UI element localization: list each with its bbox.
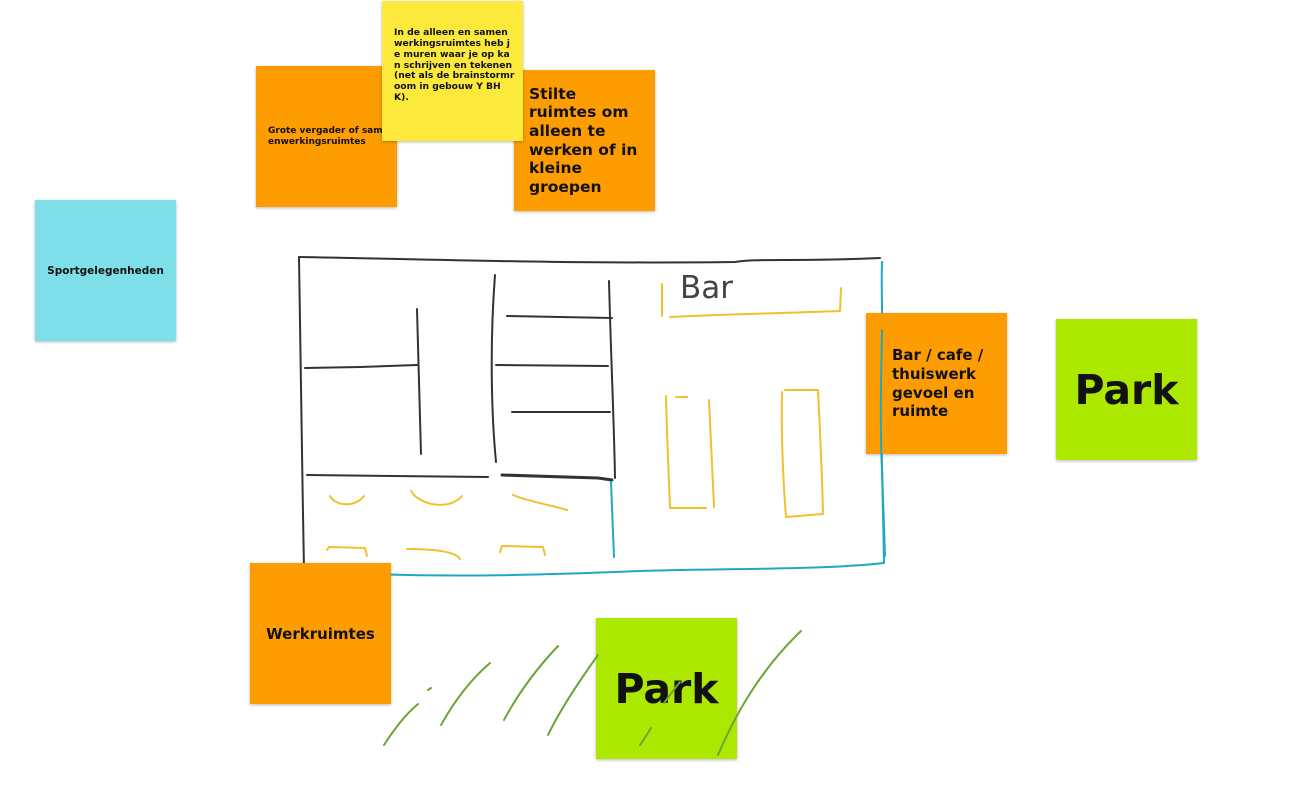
note-text: Sportgelegenheden [47, 264, 164, 277]
room-wall-2 [416, 308, 422, 455]
bar-counter [661, 283, 842, 318]
outline-top-wall [298, 256, 881, 264]
room-wall-7 [608, 280, 616, 479]
table-right [780, 389, 824, 518]
seat-6 [499, 545, 546, 556]
sticky-note-park-right[interactable]: Park [1056, 319, 1197, 460]
seat-4 [326, 546, 368, 557]
room-wall-8 [306, 474, 489, 478]
room-wall-5 [495, 364, 609, 367]
note-text: Grote vergader of samenwerkingsruimtes [268, 126, 383, 147]
seat-5 [406, 548, 461, 560]
sticky-note-grote-vergader[interactable]: Grote vergader of samenwerkingsruimtes [256, 66, 397, 207]
sticky-note-sportgelegenheden[interactable]: Sportgelegenheden [35, 200, 176, 341]
note-text: Park [614, 664, 719, 713]
sticky-note-schrijfmuren[interactable]: In de alleen en samenwerkingsruimtes heb… [382, 1, 523, 141]
room-wall-4 [506, 315, 613, 319]
sticky-note-werkruimtes[interactable]: Werkruimtes [250, 563, 391, 704]
note-text: Park [1074, 365, 1179, 414]
note-text: Bar / cafe / thuiswerk gevoel en ruimte [892, 346, 984, 421]
sticky-note-bar-cafe[interactable]: Bar / cafe / thuiswerk gevoel en ruimte [866, 313, 1007, 454]
bar-label: Bar [680, 270, 734, 306]
sticky-note-park-bottom[interactable]: Park [596, 618, 737, 759]
note-text: Stilte ruimtes om alleen te werken of in… [529, 84, 638, 196]
sticky-note-stilte-ruimtes[interactable]: Stilte ruimtes om alleen te werken of in… [514, 70, 655, 211]
note-text: In de alleen en samenwerkingsruimtes heb… [394, 27, 515, 104]
room-wall-9 [500, 473, 614, 482]
room-wall-1 [304, 364, 418, 369]
teal-divider [610, 481, 615, 558]
teal-outline [305, 261, 885, 577]
seat-1 [329, 495, 365, 506]
room-wall-3 [490, 274, 497, 463]
note-text: Werkruimtes [266, 624, 375, 643]
outline-left-wall [298, 256, 305, 571]
table-left [665, 395, 715, 509]
seat-3 [512, 494, 568, 511]
seat-2 [410, 490, 463, 506]
